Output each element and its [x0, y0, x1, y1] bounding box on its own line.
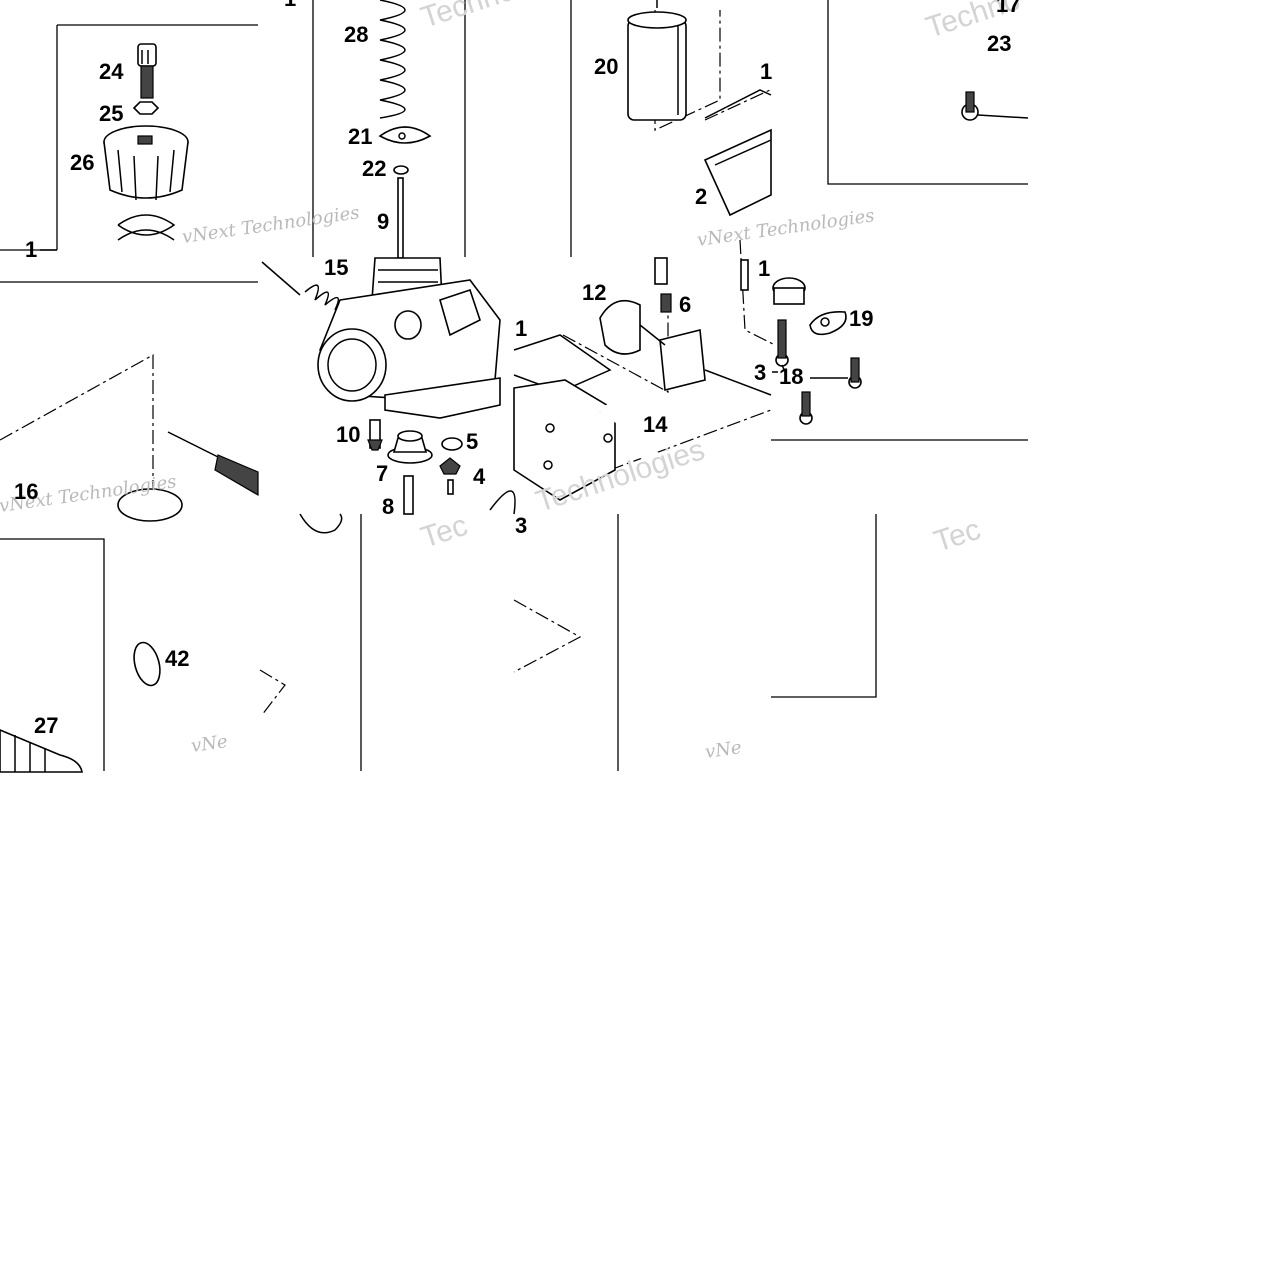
part-drawings: [0, 0, 1029, 773]
callout-label: 18: [779, 364, 803, 389]
leader-lines: [40, 249, 786, 373]
callout-label: 42: [165, 646, 189, 671]
callout-label: 27: [34, 713, 58, 738]
callout-label: 20: [594, 54, 618, 79]
cap-26: [103, 125, 189, 241]
clamp-19: [809, 310, 847, 336]
callout-label: 1: [25, 237, 37, 262]
slide-20: [627, 0, 687, 121]
callout-label: 23: [987, 31, 1011, 56]
panel-frames: [0, 0, 1028, 771]
callout-label: 3: [754, 360, 766, 385]
watermark-text: vNe: [704, 737, 743, 763]
callout-label: 25: [99, 101, 123, 126]
callout-label: 3: [515, 513, 527, 538]
seat-4: [439, 457, 461, 495]
callout-label: 26: [70, 150, 94, 175]
jet-10: [367, 419, 383, 451]
callout-label: 2: [695, 184, 707, 209]
callout-labels: 1 28 20 1 17 23 24 25 26 1 21 22 9 2 15 …: [14, 0, 1020, 738]
nut-25: [132, 101, 160, 115]
callout-label: 6: [679, 292, 691, 317]
callout-label: 8: [382, 494, 394, 519]
oring-5: [441, 437, 463, 451]
screw-top-right: [961, 91, 1029, 121]
adjuster-24: [137, 43, 157, 99]
callout-label: 1: [284, 0, 296, 11]
watermark-text: vNe: [190, 731, 229, 757]
callout-label: 19: [849, 306, 873, 331]
clip-21: [378, 126, 432, 144]
callout-label: 4: [473, 464, 486, 489]
callout-label: 24: [99, 59, 124, 84]
callout-label: 5: [466, 429, 478, 454]
clamp-42: [133, 641, 161, 687]
lower-tube: [489, 490, 516, 515]
jet-6: [654, 257, 672, 313]
cable-part: [167, 431, 259, 497]
fitting-27: [0, 729, 83, 773]
callout-label: 1: [760, 59, 772, 84]
callout-label: 10: [336, 422, 360, 447]
callout-label: 7: [376, 461, 388, 486]
watermark-text: Tec: [417, 509, 472, 555]
watermark-text: Techno: [417, 0, 519, 35]
spring-15: [261, 261, 340, 311]
callout-label: 21: [348, 124, 372, 149]
screws-18: [775, 319, 862, 425]
hose-14: [598, 401, 664, 462]
washer-22: [393, 165, 409, 175]
callout-label: 22: [362, 156, 386, 181]
callout-label: 12: [582, 280, 606, 305]
spring-28: [379, 0, 406, 119]
float-bowl-mid: [513, 379, 616, 501]
float-12: [599, 299, 772, 396]
needle-9: [397, 177, 404, 259]
ring-lower: [299, 513, 343, 534]
callout-label: 14: [643, 412, 668, 437]
callout-label: 1: [515, 316, 527, 341]
callout-label: 1: [758, 256, 770, 281]
watermark-text: vNext Technologies: [696, 205, 876, 251]
callout-label: 17: [996, 0, 1020, 17]
holder-7: [387, 430, 433, 464]
rod-11: [740, 259, 749, 291]
callout-label: 15: [324, 255, 348, 280]
watermark-text: Tec: [930, 513, 985, 559]
callout-label: 28: [344, 22, 368, 47]
watermark-text: vNext Technologies: [181, 202, 361, 248]
ring-16: [117, 488, 183, 522]
tube-8: [403, 475, 414, 515]
plug-13: [772, 277, 806, 305]
float-bowl-2: [703, 89, 772, 217]
callout-label: 16: [14, 479, 38, 504]
callout-label: 9: [377, 209, 389, 234]
carburetor-body: [317, 257, 501, 419]
